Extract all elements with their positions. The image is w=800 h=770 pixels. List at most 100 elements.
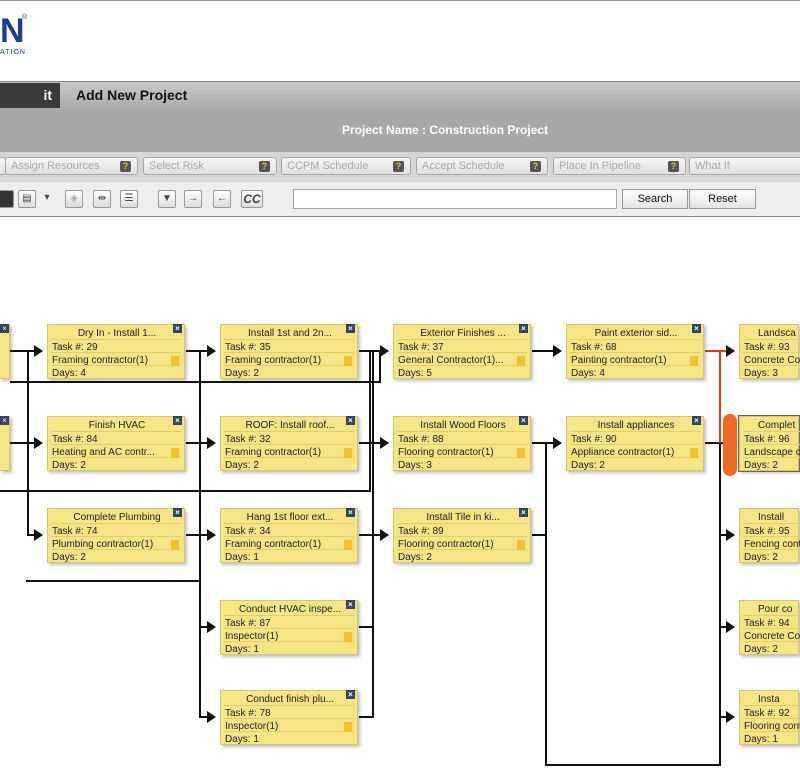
task-number: Task #: 74 — [52, 526, 98, 537]
close-icon[interactable]: × — [519, 416, 528, 425]
resource-color-swatch — [171, 356, 179, 366]
close-icon[interactable]: × — [346, 324, 355, 333]
card-divider — [51, 536, 181, 537]
project-title: Project Name : Construction Project — [342, 123, 548, 137]
step-label: What If — [695, 160, 730, 172]
close-icon[interactable]: × — [173, 416, 182, 425]
card-divider — [224, 457, 354, 458]
tab-edit-project[interactable]: it Project — [0, 83, 60, 128]
close-icon[interactable]: × — [173, 324, 182, 333]
task-days: Days: 2 — [744, 460, 778, 471]
card-divider — [743, 536, 800, 537]
close-icon[interactable]: × — [519, 324, 528, 333]
arrow-left-icon[interactable]: ← — [213, 190, 231, 208]
step-what-if[interactable]: What If — [689, 157, 800, 175]
close-icon[interactable]: × — [346, 690, 355, 699]
resource-color-swatch — [690, 448, 698, 458]
close-icon[interactable]: × — [692, 324, 701, 333]
list-indent-icon[interactable]: ☰ — [120, 190, 138, 208]
help-icon[interactable]: ? — [259, 161, 270, 172]
card-divider — [51, 352, 181, 353]
card-divider — [743, 731, 800, 732]
close-icon[interactable]: × — [173, 508, 182, 517]
card-divider — [743, 549, 800, 550]
close-icon[interactable]: × — [0, 416, 9, 425]
task-title: Exterior Finishes ... — [420, 328, 506, 339]
close-icon[interactable]: × — [519, 508, 528, 517]
search-button[interactable]: Search — [622, 189, 688, 209]
card-divider — [570, 431, 700, 432]
task-number: Task #: 88 — [398, 434, 444, 445]
task-days: Days: 1 — [225, 644, 259, 655]
task-days: Days: 5 — [398, 368, 432, 379]
card-divider — [397, 549, 527, 550]
critical-chain-button[interactable]: CC — [241, 190, 263, 208]
help-icon[interactable]: ? — [120, 161, 131, 172]
step-accept-schedule[interactable]: Accept Schedule ? — [416, 157, 548, 175]
task-days: Days: 2 — [744, 644, 778, 655]
collapse-icon[interactable]: ◈ — [65, 190, 83, 208]
task-days: Days: 1 — [225, 734, 259, 745]
help-icon[interactable]: ? — [668, 161, 679, 172]
stop-icon[interactable] — [0, 190, 14, 208]
expand-icon[interactable]: ⇹ — [93, 190, 111, 208]
card-divider — [570, 352, 700, 353]
task-days: Days: 1 — [744, 734, 778, 745]
task-number: Task #: 95 — [744, 526, 790, 537]
task-card-offscreen[interactable]: × — [0, 416, 10, 471]
close-icon[interactable]: × — [346, 508, 355, 517]
card-divider — [570, 457, 700, 458]
filter-icon[interactable]: ▼ — [158, 190, 176, 208]
task-days: Days: 3 — [744, 368, 778, 379]
task-title: Pour co — [758, 604, 793, 615]
task-days: Days: 2 — [225, 368, 259, 379]
step-place-in-pipeline[interactable]: Place In Pipeline ? — [553, 157, 686, 175]
help-icon[interactable]: ? — [393, 161, 404, 172]
reset-button[interactable]: Reset — [689, 189, 756, 209]
task-resource: Inspector(1) — [225, 631, 279, 642]
task-resource: Framing contractor(1) — [225, 447, 322, 458]
card-divider — [51, 444, 181, 445]
help-icon[interactable]: ? — [530, 161, 541, 172]
step-assign-resources[interactable]: Assign Resources ? — [5, 157, 138, 175]
card-divider — [51, 339, 181, 340]
chevron-down-icon[interactable]: ▾ — [44, 192, 50, 203]
close-icon[interactable]: × — [692, 416, 701, 425]
task-days: Days: 2 — [52, 460, 86, 471]
close-icon[interactable]: × — [346, 600, 355, 609]
task-number: Task #: 78 — [225, 708, 271, 719]
close-icon[interactable]: × — [0, 324, 9, 333]
card-divider — [224, 549, 354, 550]
step-ccpm-schedule[interactable]: CCPM Schedule ? — [281, 157, 411, 175]
task-card-offscreen[interactable]: × — [0, 324, 10, 379]
tab-add-new-project[interactable]: Add New Project — [76, 87, 188, 103]
card-divider — [397, 536, 527, 537]
task-title: Paint exterior sid... — [594, 328, 678, 339]
search-input[interactable] — [293, 189, 617, 209]
close-icon[interactable]: × — [346, 416, 355, 425]
step-select-risk[interactable]: Select Risk ? — [143, 157, 277, 175]
task-days: Days: 4 — [571, 368, 605, 379]
save-icon[interactable]: ▤ — [18, 190, 36, 208]
arrow-right-icon[interactable]: → — [184, 190, 202, 208]
card-divider — [743, 444, 800, 445]
task-days: Days: 2 — [225, 460, 259, 471]
